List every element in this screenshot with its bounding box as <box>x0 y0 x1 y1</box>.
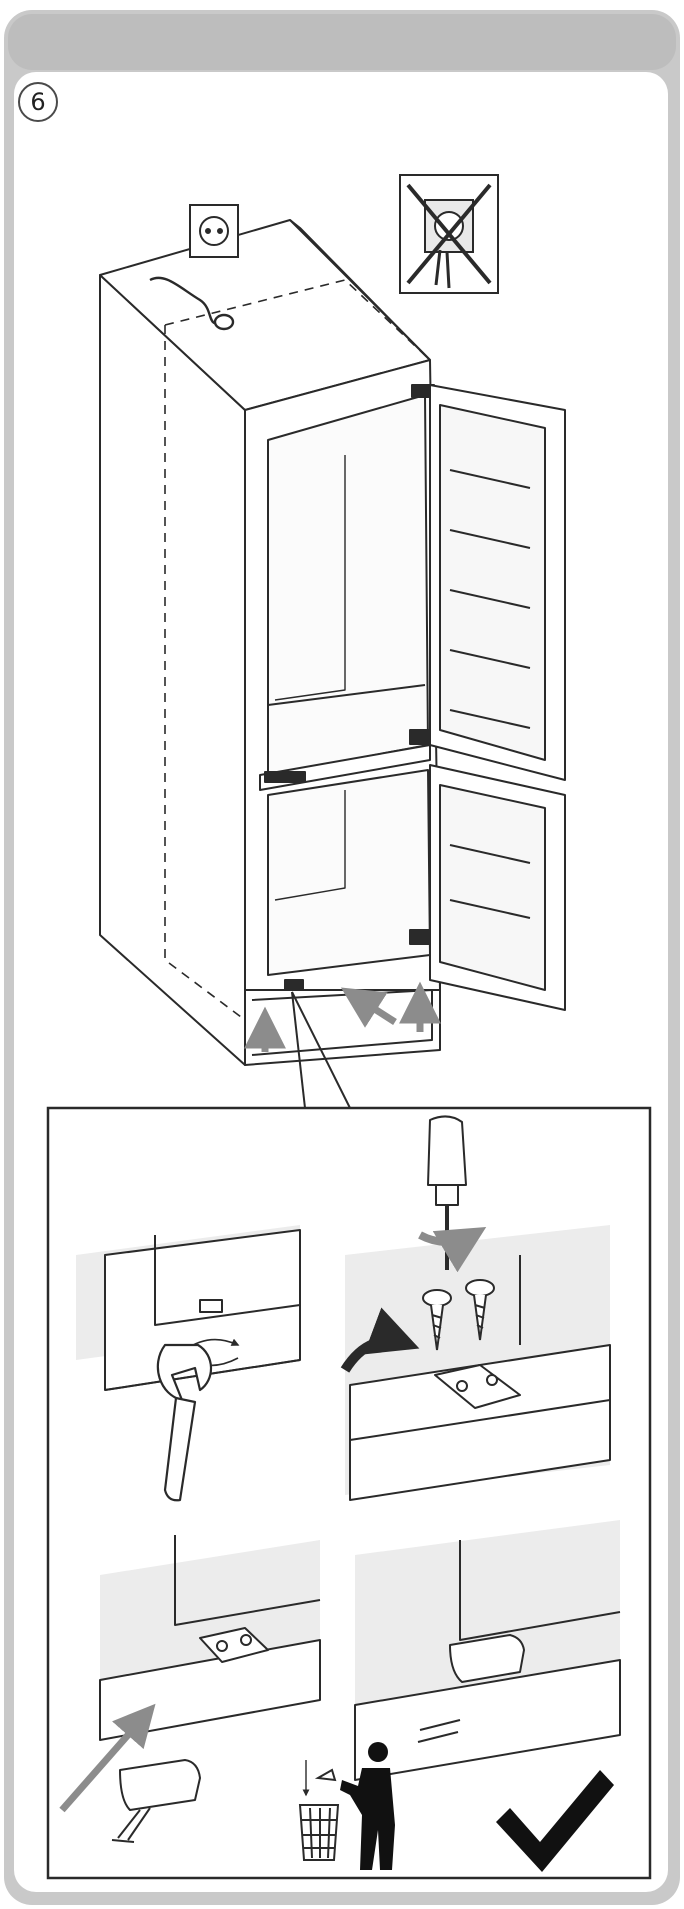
fridge-body <box>244 359 441 991</box>
no-power-plug-icon <box>399 174 499 294</box>
zoom-callout-lines <box>291 991 351 1109</box>
trash-bin-icon <box>298 1760 340 1861</box>
detail-cover-insert <box>59 1535 321 1843</box>
wall-socket-icon <box>189 204 239 258</box>
cover-cap-icon <box>111 1759 201 1843</box>
checkmark-icon <box>496 1770 614 1872</box>
power-cord-icon <box>149 276 235 331</box>
step-number-badge: 6 <box>18 82 58 122</box>
detail-screw-bracket <box>340 1115 611 1501</box>
detail-cover-installed <box>354 1520 621 1781</box>
person-disposing-icon <box>340 1742 395 1870</box>
push-arrows <box>244 981 441 1052</box>
cabinet-illustration <box>99 219 441 1066</box>
wrench-icon <box>156 1343 213 1502</box>
fridge-upper-door <box>429 384 566 781</box>
screw-icon <box>465 1279 495 1341</box>
screw-icon <box>422 1289 452 1351</box>
fridge-lower-door <box>429 764 566 1011</box>
detail-wrench-adjust <box>76 1225 301 1502</box>
